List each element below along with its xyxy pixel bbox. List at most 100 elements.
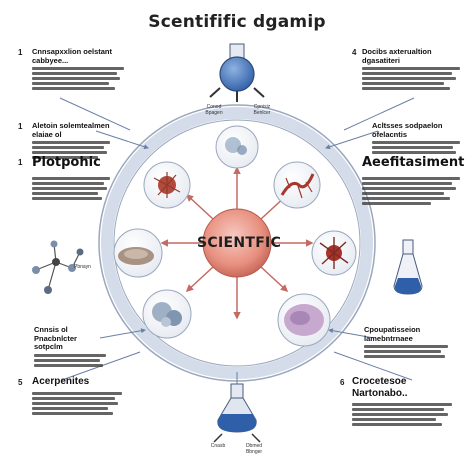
connector-line <box>343 97 415 131</box>
block-heading: Acerpenites <box>32 376 90 387</box>
bubble-downright <box>277 293 331 347</box>
arrow-upleft <box>185 193 214 220</box>
text-line <box>32 77 121 81</box>
text-line <box>32 176 110 180</box>
block-number: 5 <box>18 378 23 387</box>
text-block-mid-right-top: Acltsses sodpaelon ofelacntis <box>372 121 460 156</box>
block-text-lines <box>362 176 460 205</box>
text-line <box>32 67 124 71</box>
text-block-low-left: Cnnsis ol Pnacbnlcter sotpclm <box>34 325 106 369</box>
block-text-lines <box>32 391 122 415</box>
text-line <box>34 358 101 362</box>
molecule-label: Pbnayn <box>74 264 91 270</box>
bubble-downleft <box>142 289 192 339</box>
text-block-bottom-left: 5 Acerpenites <box>18 376 122 417</box>
bubble-top <box>215 125 259 169</box>
arrow-downright <box>260 266 289 293</box>
connector-line <box>95 130 149 150</box>
text-line <box>364 355 445 359</box>
text-line <box>362 67 460 71</box>
text-line <box>32 141 110 145</box>
block-number: 4 <box>352 48 357 57</box>
text-line <box>362 77 457 81</box>
text-line <box>372 151 457 155</box>
text-line <box>364 345 448 349</box>
text-block-top-right: 4 Docibs axterualtion dgasatiteri <box>352 47 460 92</box>
text-line <box>352 408 444 411</box>
connector-line <box>99 328 146 339</box>
block-heading: Cpoupatisseion lamebntrnaee <box>364 325 421 343</box>
text-line <box>32 191 98 195</box>
inner-ring-edge <box>113 119 361 367</box>
center-label: SCIENTFIC <box>197 235 282 251</box>
top-flask-caption-right: Cpnisiz Benlcer <box>253 104 271 116</box>
text-line <box>34 363 104 367</box>
bottom-flask-icon <box>213 372 261 443</box>
text-block-mid-right: Aeefitasiment <box>362 155 464 207</box>
bottom-flask-caption-right: Dbmed Bbnger <box>245 443 263 455</box>
bubble-right <box>311 230 357 276</box>
text-block-mid-left-top: 1 Aletoin solemtealmen elaiae ol <box>18 121 110 161</box>
text-line <box>32 87 115 91</box>
block-text-lines <box>32 141 110 160</box>
bubble-upleft <box>143 161 191 209</box>
text-line <box>32 181 104 185</box>
text-line <box>32 151 107 155</box>
block-text-lines <box>32 67 124 91</box>
block-text-lines <box>362 67 460 91</box>
block-text-lines <box>32 176 110 200</box>
text-line <box>362 196 451 200</box>
text-line <box>352 423 442 426</box>
connector-line <box>59 97 131 131</box>
text-line <box>32 156 98 160</box>
connector-line <box>328 328 375 339</box>
text-line <box>362 191 445 195</box>
block-heading: Cnnsis ol Pnacbnlcter sotpclm <box>34 325 77 352</box>
block-number: 6 <box>340 378 345 387</box>
text-line <box>362 87 451 91</box>
connector-line <box>325 130 379 150</box>
block-number: 1 <box>18 158 23 167</box>
text-line <box>372 141 460 145</box>
block-heading: Acltsses sodpaelon ofelacntis <box>372 121 443 139</box>
block-text-lines <box>352 403 452 426</box>
block-number: 1 <box>18 48 23 57</box>
bubble-left <box>113 228 163 278</box>
diagram-title: Scentifific dgamip <box>148 12 326 32</box>
text-line <box>32 186 107 190</box>
text-line <box>34 353 106 357</box>
arrow-downleft <box>185 266 214 293</box>
text-line <box>362 201 431 205</box>
text-line <box>372 146 453 150</box>
block-heading: Aletoin solemtealmen elaiae ol <box>32 121 110 139</box>
text-line <box>32 72 117 76</box>
text-line <box>32 411 113 415</box>
block-heading: Docibs axterualtion dgasatiteri <box>362 47 432 65</box>
text-line <box>362 72 453 76</box>
block-heading: Plotpohic <box>32 155 101 170</box>
text-line <box>32 391 122 395</box>
text-line <box>352 418 436 421</box>
text-line <box>352 413 448 416</box>
top-flask-caption-left: Conod Bpagen <box>205 104 223 116</box>
text-line <box>32 396 115 400</box>
connector-line <box>333 351 413 381</box>
text-line <box>32 82 110 86</box>
text-line <box>364 350 442 354</box>
bottom-flask-caption-left: Cnasb <box>210 443 226 449</box>
block-text-lines <box>364 345 448 359</box>
text-line <box>32 406 108 410</box>
text-line <box>362 176 460 180</box>
text-line <box>362 186 457 190</box>
molecule-icon <box>32 240 84 294</box>
text-line <box>32 146 104 150</box>
block-heading: Crocetesoe Nartonabo.. <box>352 376 408 399</box>
text-block-low-right: Cpoupatisseion lamebntrnaee <box>364 325 448 360</box>
text-line <box>32 196 103 200</box>
text-line <box>362 181 453 185</box>
text-block-top-left: 1 Cnnsapxxlion oelstant cabbyee... <box>18 47 124 92</box>
block-text-lines <box>372 141 460 155</box>
text-block-bottom-right: 6 Crocetesoe Nartonabo.. <box>340 376 452 428</box>
